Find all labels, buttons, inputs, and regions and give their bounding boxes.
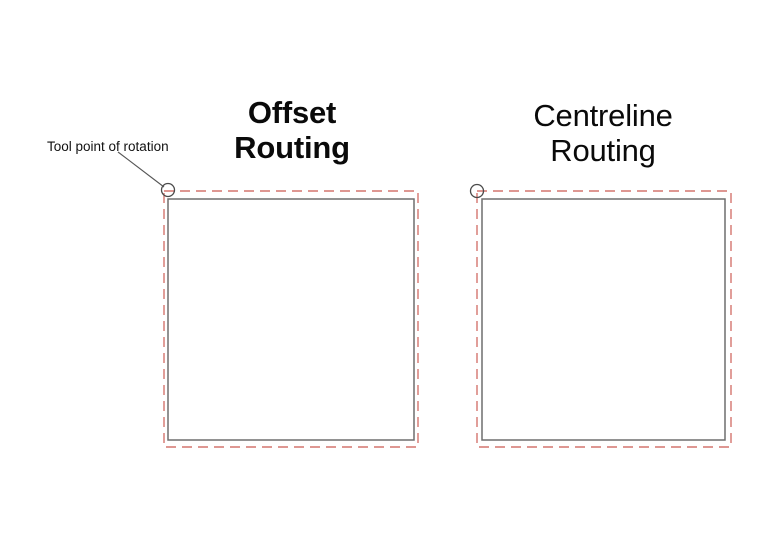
part-outline-centreline — [481, 198, 726, 441]
diagram-offset — [160, 182, 419, 448]
tool-path-centreline — [476, 190, 732, 448]
diagram-title-offset: Offset Routing — [234, 95, 350, 165]
callout-leader-line — [117, 151, 165, 188]
part-outline-offset — [167, 198, 415, 441]
diagram-centreline — [469, 183, 732, 448]
rotation-point-marker-offset — [160, 182, 176, 198]
rotation-point-marker-centreline — [469, 183, 485, 199]
tool-path-offset — [163, 190, 419, 448]
tool-point-of-rotation-label: Tool point of rotation — [47, 139, 169, 154]
diagram-title-centreline: Centreline Routing — [533, 98, 673, 168]
